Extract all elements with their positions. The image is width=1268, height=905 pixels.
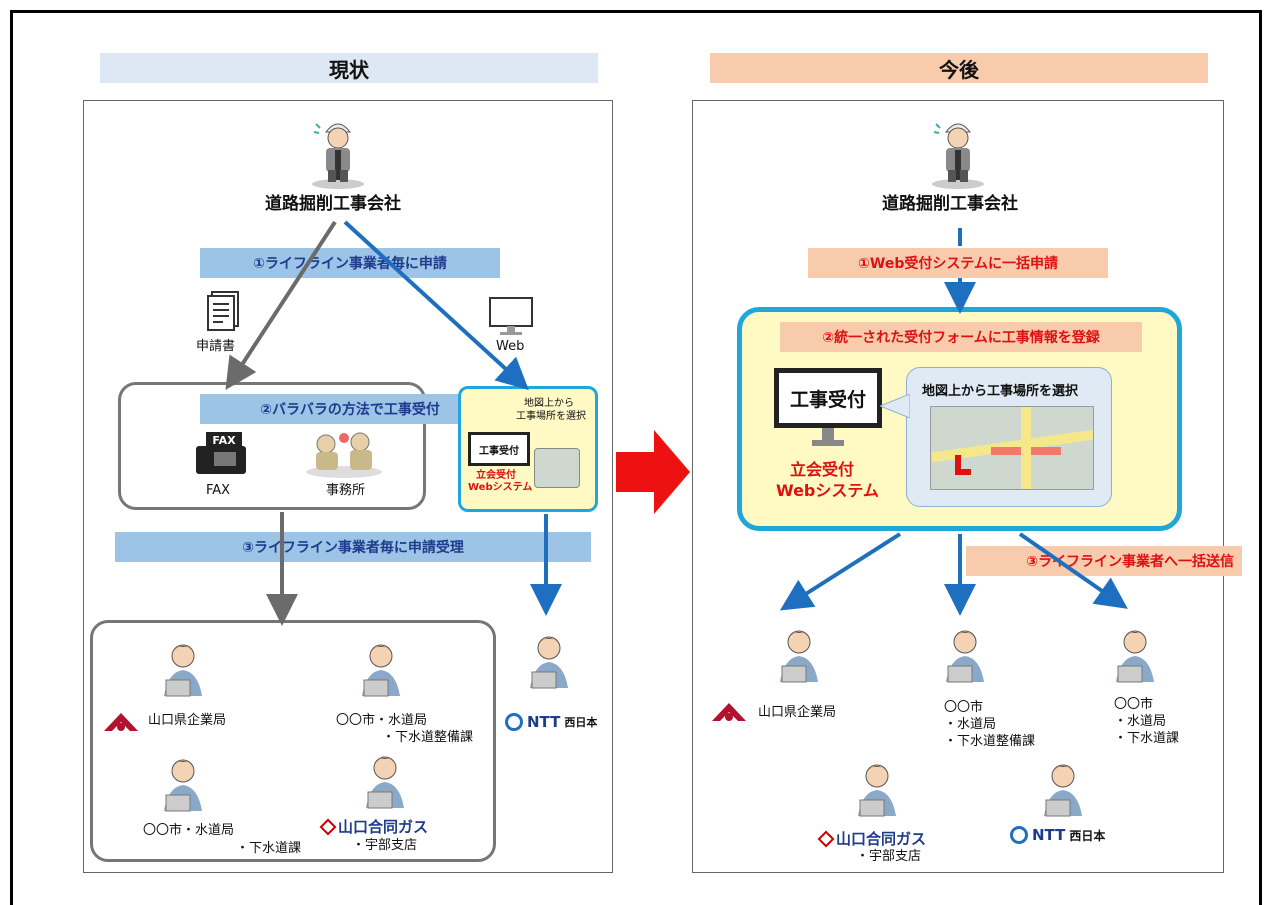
- right-arrow-icon: [616, 430, 690, 514]
- web-label: Web: [496, 339, 525, 354]
- future-company-label: 道路掘削工事会社: [882, 194, 1018, 214]
- person-laptop-icon: [946, 630, 984, 683]
- worker-icon: [312, 123, 364, 189]
- web-small-title-2: 工事場所を選択: [516, 411, 586, 422]
- web-small-name-1: 立会受付: [476, 470, 516, 481]
- current-company-label: 道路掘削工事会社: [265, 194, 401, 214]
- person-laptop-icon: [1044, 764, 1082, 817]
- person-laptop-icon: [1116, 630, 1154, 683]
- person-laptop-icon: [164, 644, 202, 697]
- future-ntt-suffix: 西日本: [1069, 828, 1106, 843]
- fax-icon: FAX: [196, 432, 246, 474]
- map-pointer-icon: [880, 394, 910, 418]
- monitor-icon: [489, 297, 533, 335]
- person-laptop-icon: [362, 644, 400, 697]
- ntt-logo-text: NTT: [527, 713, 561, 731]
- gas-logo-text: 山口合同ガス: [338, 818, 429, 836]
- future-yamaguchi-pref-label: 山口県企業局: [758, 705, 837, 720]
- monitor-stand-icon: [812, 428, 844, 446]
- current-header: 現状: [100, 53, 598, 83]
- future-system-name-2: Webシステム: [776, 481, 879, 500]
- web-small-monitor: 工事受付: [468, 432, 530, 466]
- future-map: [930, 406, 1094, 490]
- city-water-label-1: 〇〇市・水道局: [336, 713, 428, 728]
- fax-icon-text: FAX: [206, 432, 242, 448]
- office-label: 事務所: [326, 483, 366, 498]
- future-gas-branch: ・宇部支店: [856, 849, 922, 864]
- current-step2-banner: ②バラバラの方法で工事受付: [200, 394, 500, 424]
- current-step1-banner: ①ライフライン事業者毎に申請: [200, 248, 500, 278]
- yamaguchi-pref-logo-icon: [712, 703, 746, 721]
- person-laptop-icon: [530, 636, 568, 689]
- city-water-b-label-1: 〇〇市・水道局: [143, 823, 235, 838]
- gas-branch-label: ・宇部支店: [352, 838, 418, 853]
- web-small-title-1: 地図上から: [524, 398, 574, 409]
- outer-frame: [10, 10, 1262, 905]
- current-recipients-box: [90, 620, 496, 862]
- person-laptop-icon: [366, 756, 404, 809]
- city-water-b-label-2: ・下水道課: [236, 841, 302, 856]
- office-workers-icon: [306, 432, 382, 478]
- document-icon: [207, 291, 239, 331]
- future-step3-banner: ③ライフライン事業者へ一括送信: [966, 546, 1242, 576]
- person-laptop-icon: [780, 630, 818, 683]
- person-laptop-icon: [858, 764, 896, 817]
- future-map-title: 地図上から工事場所を選択: [922, 384, 1079, 399]
- future-step2-banner: ②統一された受付フォームに工事情報を登録: [780, 322, 1142, 352]
- future-city-b-1: 〇〇市: [1114, 697, 1154, 712]
- future-gas-logo-text: 山口合同ガス: [836, 830, 927, 848]
- paper-label: 申請書: [196, 339, 236, 354]
- worker-icon: [932, 123, 984, 189]
- future-city-a-2: ・水道局: [944, 717, 997, 732]
- current-step3-banner: ③ライフライン事業者毎に申請受理: [115, 532, 591, 562]
- gas-logo-icon: 山口合同ガス: [319, 816, 429, 837]
- city-water-label-2: ・下水道整備課: [382, 730, 474, 745]
- fax-label: FAX: [206, 483, 231, 498]
- future-header: 今後: [710, 53, 1208, 83]
- yamaguchi-pref-label: 山口県企業局: [148, 713, 227, 728]
- future-city-b-3: ・下水道課: [1114, 731, 1180, 746]
- future-monitor: 工事受付: [774, 368, 882, 428]
- future-ntt-logo-text: NTT: [1032, 826, 1066, 844]
- ntt-suffix: 西日本: [564, 716, 598, 729]
- future-city-a-1: 〇〇市: [944, 700, 984, 715]
- future-city-a-3: ・下水道整備課: [944, 734, 1036, 749]
- yamaguchi-pref-logo-icon: [104, 713, 138, 731]
- gas-logo-icon: 山口合同ガス: [817, 828, 927, 849]
- person-laptop-icon: [164, 759, 202, 812]
- web-small-map: [534, 448, 580, 488]
- future-step1-banner: ①Web受付システムに一括申請: [808, 248, 1108, 278]
- web-small-name-2: Webシステム: [468, 482, 533, 493]
- future-city-b-2: ・水道局: [1114, 714, 1167, 729]
- future-system-name-1: 立会受付: [790, 460, 855, 479]
